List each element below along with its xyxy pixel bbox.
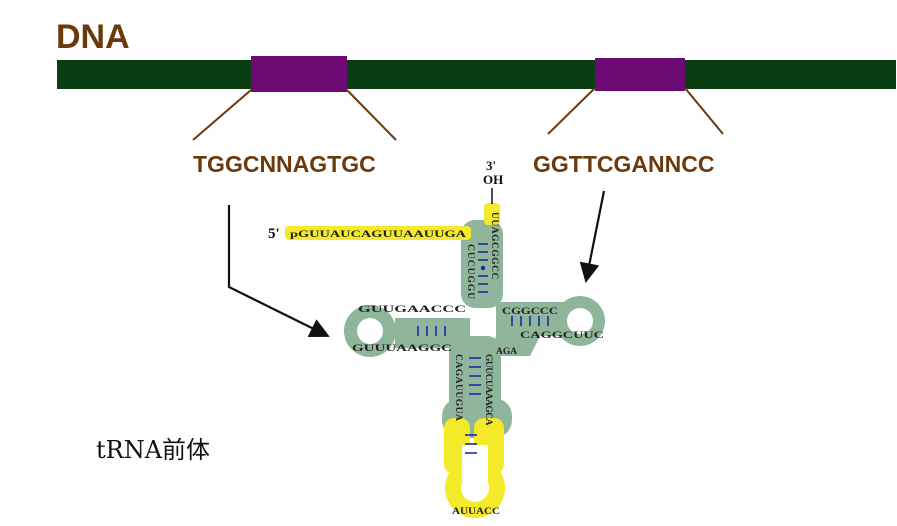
three-prime-label: 3': [486, 158, 496, 173]
sequence-left: TGGCNNAGTGC: [193, 151, 376, 177]
dna-title: DNA: [56, 18, 130, 56]
d-arm-sequence: GUUGAACCC: [358, 305, 466, 315]
three-prime-tail: [484, 203, 500, 225]
sequence-right: GGTTCGANNCC: [533, 151, 714, 177]
acceptor-stem: [461, 220, 503, 308]
zoom-lines-left: [192, 89, 397, 141]
trna-cloverleaf: [285, 203, 605, 518]
anticodon-5-sequence: CAGAUUGUA: [453, 354, 463, 421]
gene-segment-left: [251, 56, 347, 92]
leader-sequence: pGUUAUCAGUUAAUUGA: [290, 230, 466, 240]
zoom-lines-right: [547, 87, 724, 135]
trna-precursor-caption: tRNA前体: [96, 436, 210, 464]
t-arm-sequence: CGGCCC: [502, 307, 558, 317]
base-pairs: [417, 243, 549, 454]
dna-strand: [57, 60, 896, 89]
d-arm: [395, 318, 470, 348]
acceptor-3-sequence: UUAGCGGCC: [489, 212, 499, 280]
d-loop-sequence: GUUUAAGGC: [352, 344, 452, 354]
acceptor-5-sequence: CUCUGGU: [465, 244, 475, 300]
gene-segment-right: [595, 58, 685, 91]
oh-label: OH: [483, 172, 503, 187]
five-prime-label: 5': [268, 226, 280, 242]
t-loop-sequence: CAGGCUUC: [520, 331, 604, 341]
anticodon-loop-sequence: AUUACC: [452, 507, 500, 517]
arrow-left: [227, 205, 330, 337]
anticodon-3-sequence: GUUCUAAAGCA: [483, 354, 493, 426]
five-prime-leader: [285, 226, 471, 240]
arrow-right: [579, 190, 606, 283]
t-arm-extra-sequence: AGA: [496, 347, 517, 357]
t-arm: [496, 302, 566, 336]
